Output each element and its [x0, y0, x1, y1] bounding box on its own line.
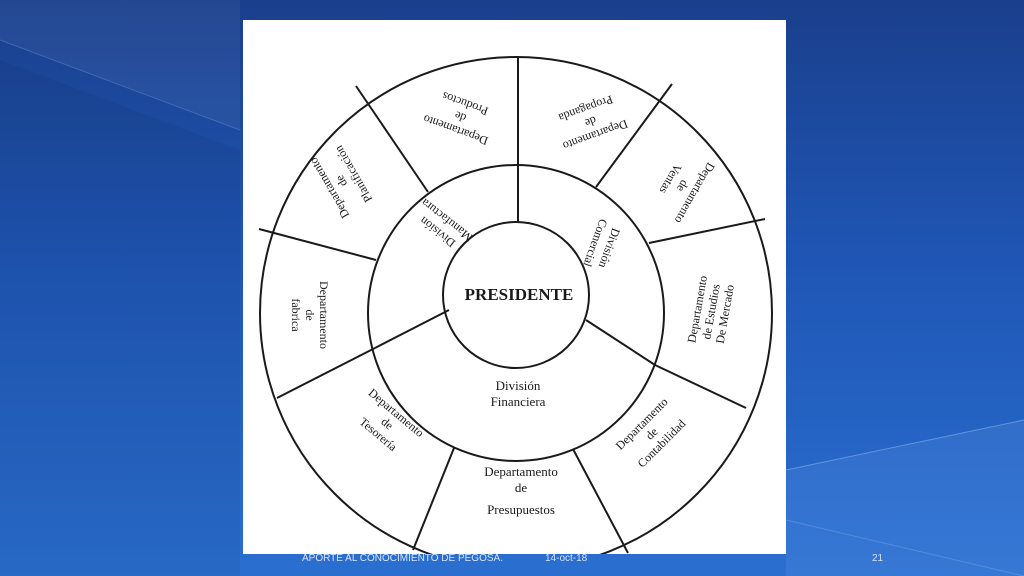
dept-separator-3 — [648, 218, 766, 244]
dept-productos: Departamento de Productos — [421, 89, 490, 148]
division-separator-left — [374, 309, 450, 349]
footer-organization: APORTE AL CONOCIMIENTO DE PEGOSA. — [302, 553, 503, 564]
middle-ring — [367, 164, 665, 462]
svg-text:Departamento: Departamento — [484, 464, 558, 479]
dept-separator-4 — [654, 364, 747, 409]
dept-contabilidad: Departamento de Contabilidad — [613, 395, 689, 471]
svg-text:División: División — [496, 378, 541, 393]
dept-separator-9 — [355, 85, 429, 193]
svg-text:de: de — [453, 108, 468, 125]
dept-presupuestos: Departamento de Presupuestos — [484, 464, 558, 517]
division-separator-right — [585, 319, 656, 366]
center-circle — [442, 221, 590, 369]
president-label: PRESIDENTE — [465, 285, 574, 304]
dept-separator-7 — [276, 347, 376, 399]
svg-text:Departamento: Departamento — [317, 281, 331, 349]
svg-text:fabrica: fabrica — [289, 298, 303, 332]
slide-number: 21 — [872, 553, 884, 564]
outer-ring — [259, 56, 773, 554]
division-financiera: División Financiera — [491, 378, 546, 409]
svg-text:de: de — [515, 480, 528, 495]
dept-separator-6 — [412, 447, 455, 551]
svg-text:de: de — [303, 309, 317, 320]
dept-estudios-mercado: Departamento de Estudios De Mercado — [684, 275, 736, 345]
dept-separator-5 — [572, 448, 629, 554]
org-wheel-diagram: PRESIDENTE División Manufactura División… — [258, 56, 773, 554]
dept-separator-8 — [258, 228, 377, 261]
org-chart-image: PRESIDENTE División Manufactura División… — [243, 20, 786, 554]
svg-text:Financiera: Financiera — [491, 394, 546, 409]
svg-text:de: de — [583, 113, 598, 130]
dept-fabrica: Departamento de fabrica — [289, 281, 331, 349]
dept-separator-2 — [595, 83, 673, 188]
dept-ventas: Departamento de Ventas — [656, 160, 718, 226]
dept-tesoreria: Departamento de Tesorería — [357, 386, 427, 455]
division-comercial: División Comercial — [580, 217, 623, 270]
division-manufactura: División Manufactura — [417, 195, 475, 250]
svg-text:Presupuestos: Presupuestos — [487, 502, 555, 517]
footer-date: 14-oct-18 — [545, 553, 588, 564]
dept-propaganda: Departamento de Propaganda — [556, 92, 630, 153]
